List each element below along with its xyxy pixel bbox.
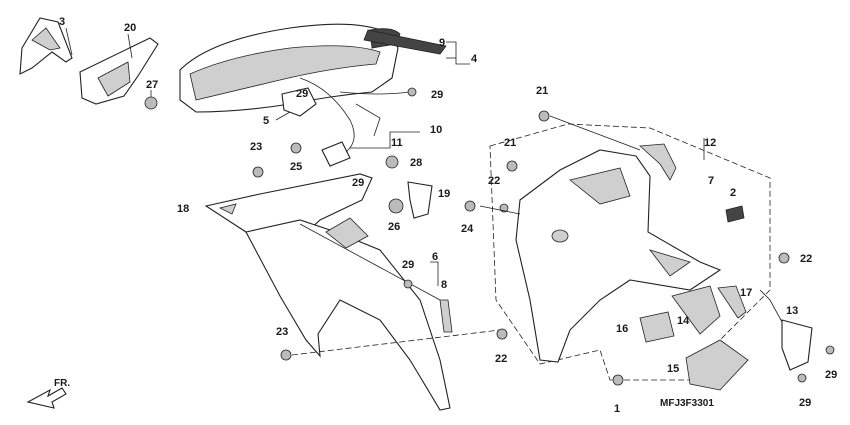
part-13-stay [781, 319, 813, 371]
part-20-inner-cover [79, 33, 159, 105]
callout-12: 12 [704, 137, 716, 149]
diagram-code: MFJ3F3301 [660, 398, 714, 409]
callout-29-e: 29 [825, 369, 837, 381]
callout-4: 4 [471, 53, 478, 65]
right-middle-cowl [515, 149, 722, 363]
bolt-29-d [825, 345, 835, 355]
direction-label: FR. [54, 378, 70, 389]
callout-28: 28 [410, 157, 422, 169]
part-3-bracket [19, 17, 73, 75]
bolt-21-a [538, 110, 550, 122]
callout-10: 10 [430, 124, 442, 136]
callout-22-c: 22 [800, 253, 812, 265]
callout-27: 27 [146, 79, 158, 91]
callout-18: 18 [177, 203, 189, 215]
bolt-29-b [407, 87, 417, 97]
part-8-rod [439, 299, 453, 333]
part-16-pad [639, 311, 675, 343]
callout-8: 8 [441, 279, 447, 291]
harness-lines [299, 77, 411, 153]
part-11-duct [321, 131, 420, 167]
callout-19: 19 [438, 188, 450, 200]
bolt-23-a [252, 166, 264, 178]
part-19-bracket [407, 181, 433, 219]
left-middle-cowl [245, 217, 451, 411]
callout-26: 26 [388, 221, 400, 233]
callout-29-b: 29 [296, 88, 308, 100]
callout-23-a: 23 [250, 141, 262, 153]
part-5-stay [275, 87, 317, 121]
callout-15: 15 [667, 363, 679, 375]
callout-1: 1 [614, 403, 620, 415]
part-14-pad [671, 285, 721, 335]
bolt-29-c [403, 279, 413, 289]
callout-17: 17 [740, 287, 752, 299]
bolt-22-c [778, 252, 790, 264]
part-15-pad [685, 339, 749, 391]
bolt-29-e [797, 373, 807, 383]
bolt-23-b [280, 349, 292, 361]
callout-29-c: 29 [352, 177, 364, 189]
grommet-28 [385, 155, 399, 169]
bolt-25 [290, 142, 302, 154]
bolt-1 [612, 374, 624, 386]
callout-21-a: 21 [536, 85, 548, 97]
callout-9: 9 [439, 37, 445, 49]
part-9-mesh [363, 29, 447, 55]
callout-25: 25 [290, 161, 302, 173]
part-7-strip [639, 143, 677, 181]
callout-29-d: 29 [402, 259, 414, 271]
callout-16: 16 [616, 323, 628, 335]
part-2-clip [725, 205, 745, 223]
callout-24: 24 [461, 223, 474, 235]
callout-5: 5 [263, 115, 269, 127]
callout-14: 14 [677, 315, 690, 327]
bolt-21-b [506, 160, 518, 172]
callout-13: 13 [786, 305, 798, 317]
callout-3: 3 [59, 16, 65, 28]
callout-22-a: 22 [495, 353, 507, 365]
callout-2: 2 [730, 187, 736, 199]
callout-6: 6 [432, 251, 438, 263]
bolt-27 [144, 90, 158, 110]
grommet-26 [388, 198, 404, 214]
bolt-24 [464, 200, 476, 212]
callout-29-a: 29 [431, 89, 443, 101]
part-17-pad [717, 285, 747, 319]
bolt-22-b [496, 328, 508, 340]
callout-22-b: 22 [488, 175, 500, 187]
callout-7: 7 [708, 175, 714, 187]
callout-23-b: 23 [276, 326, 288, 338]
callout-21-b: 21 [504, 137, 516, 149]
callout-11: 11 [391, 137, 403, 149]
callout-labels: 3 20 27 9 4 29 5 29 11 10 23 25 28 29 18… [59, 16, 837, 415]
callout-20: 20 [124, 22, 136, 34]
front-direction-arrow [26, 387, 67, 409]
callout-29-f: 29 [799, 397, 811, 409]
